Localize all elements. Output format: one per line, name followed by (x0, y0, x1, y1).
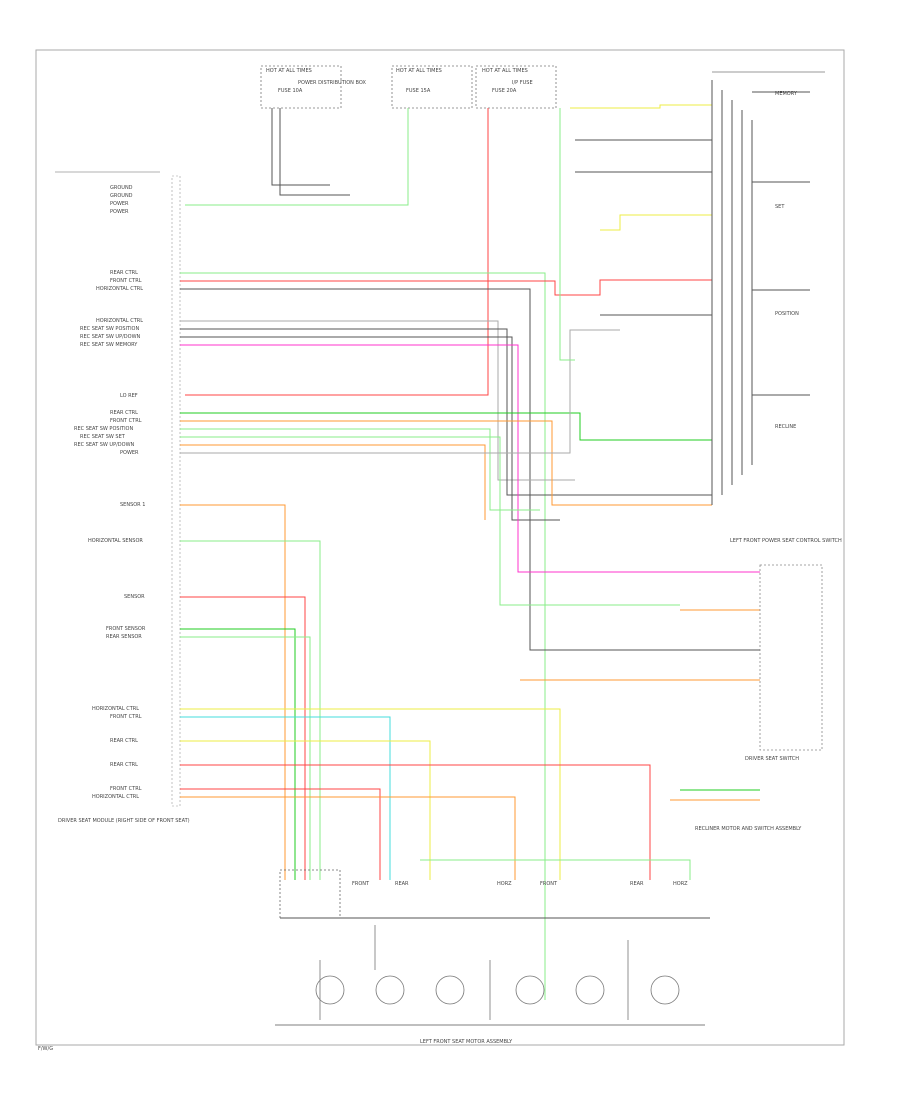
switch-label: SET (775, 204, 785, 210)
pin-label: GROUND (110, 185, 133, 191)
rec-module-label: RECLINER MOTOR AND SWITCH ASSEMBLY (695, 826, 802, 832)
motor-label: REAR (395, 881, 409, 887)
motor-row-top (279, 869, 710, 919)
pin-label: SENSOR (124, 594, 145, 600)
switch-label: POSITION (775, 311, 799, 317)
pin-label: FRONT CTRL (110, 786, 142, 792)
pin-label: HORIZONTAL CTRL (92, 794, 139, 800)
fuse-3-value: FUSE 20A (492, 88, 517, 94)
corner-code: F/W/G (38, 1046, 53, 1052)
pin-label: REC SEAT SW MEMORY (80, 342, 138, 348)
pin-label: REC SEAT SW POSITION (80, 326, 139, 332)
fuse-1-sub: POWER DISTRIBUTION BOX (298, 80, 366, 86)
pin-label: LO REF (120, 393, 138, 399)
motor-label: FRONT (352, 881, 370, 887)
driver-switch-label: DRIVER SEAT SWITCH (745, 756, 799, 762)
fuse-block-2: HOT AT ALL TIMES FUSE 15A (391, 65, 473, 109)
pin-label: REC SEAT SW SET (80, 434, 126, 440)
pin-label: POWER (110, 209, 129, 215)
fuse-feed-wires (185, 108, 489, 396)
pin-label: REC SEAT SW UP/DOWN (80, 334, 141, 340)
motor-assemblies (275, 925, 705, 1026)
motor-label: HORZ (673, 881, 688, 887)
fuse-block-3: HOT AT ALL TIMES I/P FUSE FUSE 20A (475, 65, 557, 109)
pin-label: REAR SENSOR (106, 634, 142, 640)
motor-circle (315, 975, 345, 1005)
pin-label: FRONT CTRL (110, 278, 142, 284)
pin-label: SENSOR 1 (120, 502, 145, 508)
motor-label: FRONT (540, 881, 558, 887)
pin-label: FRONT SENSOR (106, 626, 146, 632)
fuse-1-label: HOT AT ALL TIMES (266, 68, 312, 74)
driver-seat-switch-box (759, 564, 823, 751)
bottom-title: LEFT FRONT SEAT MOTOR ASSEMBLY (420, 1039, 513, 1045)
pin-label: HORIZONTAL CTRL (92, 706, 139, 712)
switch-label: MEMORY (775, 91, 798, 97)
motor-label: HORZ (497, 881, 512, 887)
switch-label: RECLINE (775, 424, 796, 430)
motor-label: REAR (630, 881, 644, 887)
pin-label: REAR CTRL (110, 410, 138, 416)
right-switch-bus (711, 80, 810, 505)
fuse-3-label: HOT AT ALL TIMES (482, 68, 528, 74)
fuse-2-label: HOT AT ALL TIMES (396, 68, 442, 74)
pin-label: POWER (120, 450, 139, 456)
pin-label: REC SEAT SW POSITION (74, 426, 133, 432)
pin-label: FRONT CTRL (110, 714, 142, 720)
left-module-label: DRIVER SEAT MODULE (RIGHT SIDE OF FRONT … (58, 818, 190, 824)
fuse-3-sub: I/P FUSE (512, 80, 533, 86)
motor-circle (435, 975, 465, 1005)
position-switch-label: LEFT FRONT POWER SEAT CONTROL SWITCH (730, 538, 842, 544)
pin-label: FRONT CTRL (110, 418, 142, 424)
pin-label: REAR CTRL (110, 738, 138, 744)
pin-label: REC SEAT SW UP/DOWN (74, 442, 135, 448)
pin-label: HORIZONTAL CTRL (96, 318, 143, 324)
pin-label: HORIZONTAL CTRL (96, 286, 143, 292)
motor-circle (650, 975, 680, 1005)
right-switch-labels: MEMORY SET POSITION RECLINE LEFT FRONT P… (695, 91, 842, 832)
motor-circle (515, 975, 545, 1005)
diagram-frame (35, 49, 845, 1046)
left-pin-labels: GROUND GROUND POWER POWER REAR CTRL FRON… (58, 185, 190, 824)
pin-label: REAR CTRL (110, 270, 138, 276)
motor-circle (575, 975, 605, 1005)
signal-wires (180, 104, 760, 1000)
fuse-block-1: HOT AT ALL TIMES POWER DISTRIBUTION BOX … (260, 65, 366, 109)
fuse-1-value: FUSE 10A (278, 88, 303, 94)
fuse-2-value: FUSE 15A (406, 88, 431, 94)
pin-label: POWER (110, 201, 129, 207)
motor-labels: FRONT REAR HORZ FRONT REAR HORZ (352, 881, 688, 887)
motor-circle (375, 975, 405, 1005)
pin-label: REAR CTRL (110, 762, 138, 768)
pin-label: HORIZONTAL SENSOR (88, 538, 143, 544)
pin-label: GROUND (110, 193, 133, 199)
left-module-box (171, 175, 181, 807)
